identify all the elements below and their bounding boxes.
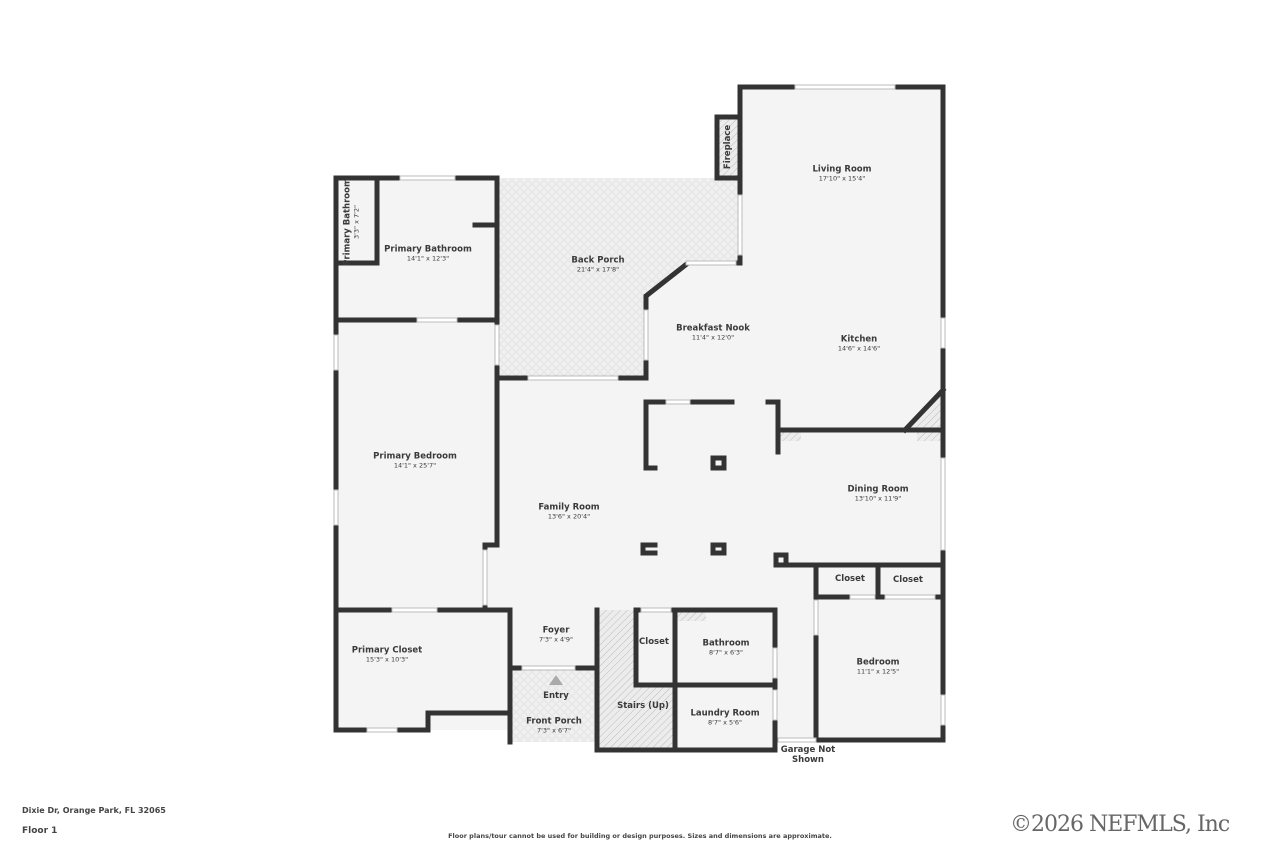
back-porch-floor [497, 178, 740, 378]
room-closet: Closet [639, 637, 669, 648]
watermark: ©2026 NEFMLS, Inc [1010, 812, 1230, 837]
entry-label: Entry [543, 691, 569, 702]
counter [779, 431, 801, 441]
floor-label: Floor 1 [22, 826, 58, 836]
fireplace-hearth [717, 117, 740, 178]
room-closet: Closet [835, 574, 865, 585]
disclaimer: Floor plans/tour cannot be used for buil… [448, 832, 832, 840]
room-closet: Closet [893, 575, 923, 586]
entry-arrow-icon [549, 675, 563, 685]
fireplace: Fireplace [723, 124, 734, 170]
vanity [676, 611, 706, 621]
garage-note: Garage Not Shown [780, 745, 836, 765]
windows [333, 84, 946, 743]
counter [917, 431, 942, 441]
address: Dixie Dr, Orange Park, FL 32065 [22, 806, 166, 815]
room-stairs: Stairs (Up) [617, 701, 669, 712]
